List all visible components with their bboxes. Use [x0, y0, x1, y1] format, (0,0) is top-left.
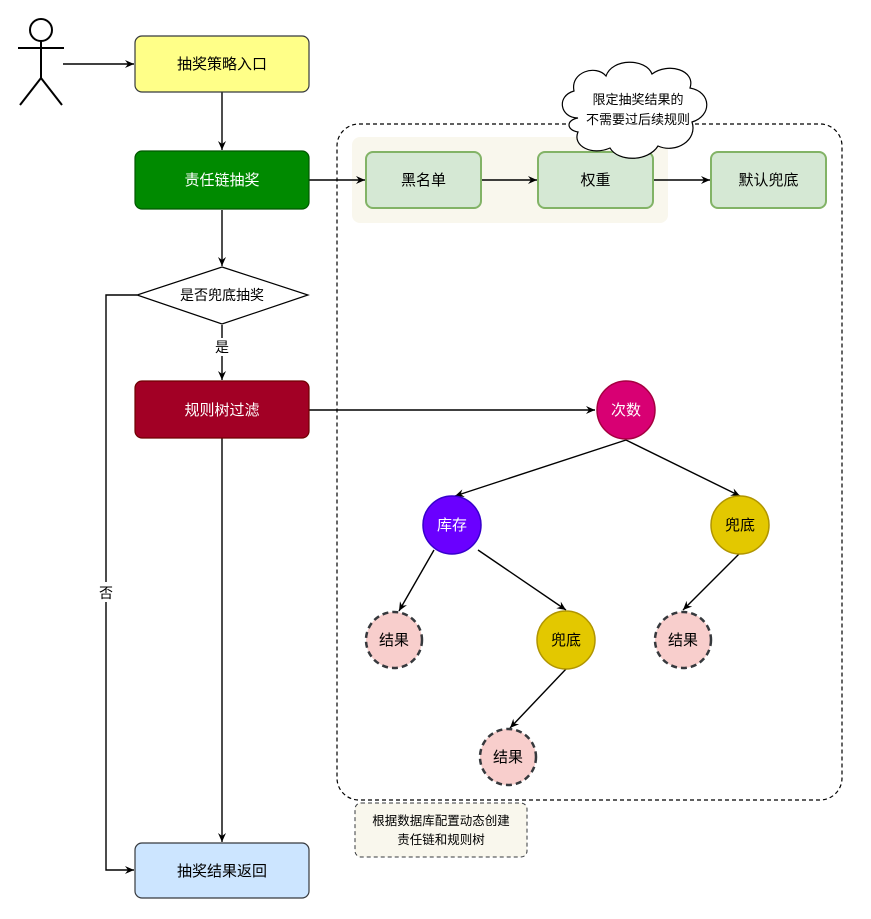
chain-node-blacklist-label: 黑名单	[401, 171, 446, 189]
cloud-note-line-1: 限定抽奖结果的	[592, 92, 683, 108]
tree-node-fallback-mid: 兜底	[536, 610, 596, 670]
edge-fallback-result-bottom	[509, 668, 567, 729]
tree-node-result-bottom: 结果	[478, 727, 538, 787]
footnote-line-2: 责任链和规则树	[397, 832, 485, 847]
tree-node-result-left-label: 结果	[379, 631, 409, 649]
rule-engine-boundary	[336, 123, 843, 801]
footnote-box: 根据数据库配置动态创建 责任链和规则树	[354, 802, 528, 858]
tree-node-fallback-right: 兜底	[710, 495, 770, 555]
chain-node-default-label: 默认兜底	[738, 171, 798, 189]
cloud-note: 限定抽奖结果的 不需要过后续规则	[561, 61, 708, 159]
chain-node-default: 默认兜底	[710, 151, 827, 209]
edge-stock-fallback	[477, 549, 567, 611]
edge-fallback-result-right	[682, 552, 741, 611]
chain-node-weight: 权重	[537, 151, 654, 209]
footnote-line-1: 根据数据库配置动态创建	[372, 813, 510, 828]
tree-node-result-right-label: 结果	[668, 631, 698, 649]
edge-count-stock	[454, 439, 627, 498]
decision-node: 是否兜底抽奖	[135, 266, 310, 325]
edge-stock-result	[398, 549, 435, 612]
tree-filter-label: 规则树过滤	[184, 401, 259, 419]
tree-node-result-right: 结果	[653, 610, 713, 670]
tree-node-result-left: 结果	[364, 610, 424, 670]
result-return-label: 抽奖结果返回	[177, 862, 267, 880]
chain-label: 责任链抽奖	[184, 171, 259, 189]
yes-label: 是	[215, 340, 229, 356]
tree-node-count-label: 次数	[611, 401, 641, 419]
entry-node: 抽奖策略入口	[134, 35, 310, 93]
tree-node-result-bottom-label: 结果	[493, 748, 523, 766]
chain-node: 责任链抽奖	[134, 150, 310, 210]
tree-filter-node: 规则树过滤	[134, 380, 310, 439]
user-actor-icon	[18, 18, 64, 106]
chain-node-weight-label: 权重	[580, 171, 610, 189]
tree-node-count: 次数	[596, 380, 656, 440]
edge-count-fallback	[625, 439, 741, 497]
tree-node-fallback-mid-label: 兜底	[551, 631, 581, 649]
decision-label: 是否兜底抽奖	[180, 287, 264, 304]
chain-node-blacklist: 黑名单	[365, 151, 482, 209]
tree-node-stock-label: 库存	[437, 516, 467, 534]
result-return-node: 抽奖结果返回	[134, 842, 310, 899]
entry-label: 抽奖策略入口	[177, 55, 267, 73]
tree-node-stock: 库存	[422, 495, 482, 555]
tree-node-fallback-right-label: 兜底	[725, 516, 755, 534]
cloud-note-line-2: 不需要过后续规则	[586, 113, 690, 128]
no-label: 否	[99, 586, 113, 602]
